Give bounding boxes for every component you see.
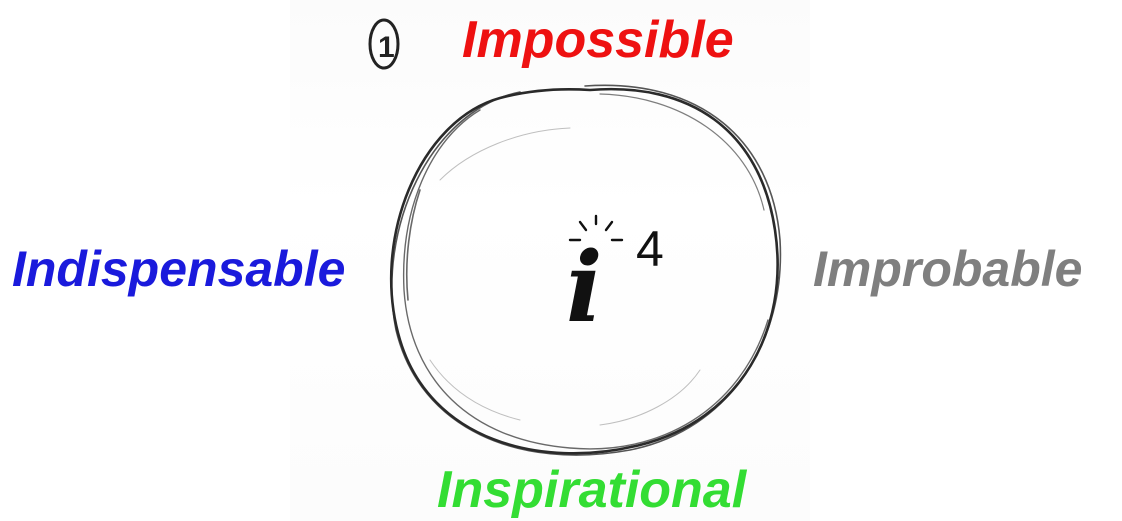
corner-marker-number: 1 <box>378 31 395 64</box>
label-improbable: Improbable <box>813 244 1082 294</box>
pencil-shade-1 <box>440 128 570 180</box>
circle-stroke-4 <box>600 94 764 210</box>
center-letter-i: i <box>566 240 602 336</box>
label-inspirational: Inspirational <box>437 464 746 516</box>
pencil-shade-2 <box>600 370 700 425</box>
center-superscript: 4 <box>636 224 664 274</box>
label-indispensable: Indispensable <box>12 244 345 294</box>
label-impossible: Impossible <box>462 14 734 66</box>
